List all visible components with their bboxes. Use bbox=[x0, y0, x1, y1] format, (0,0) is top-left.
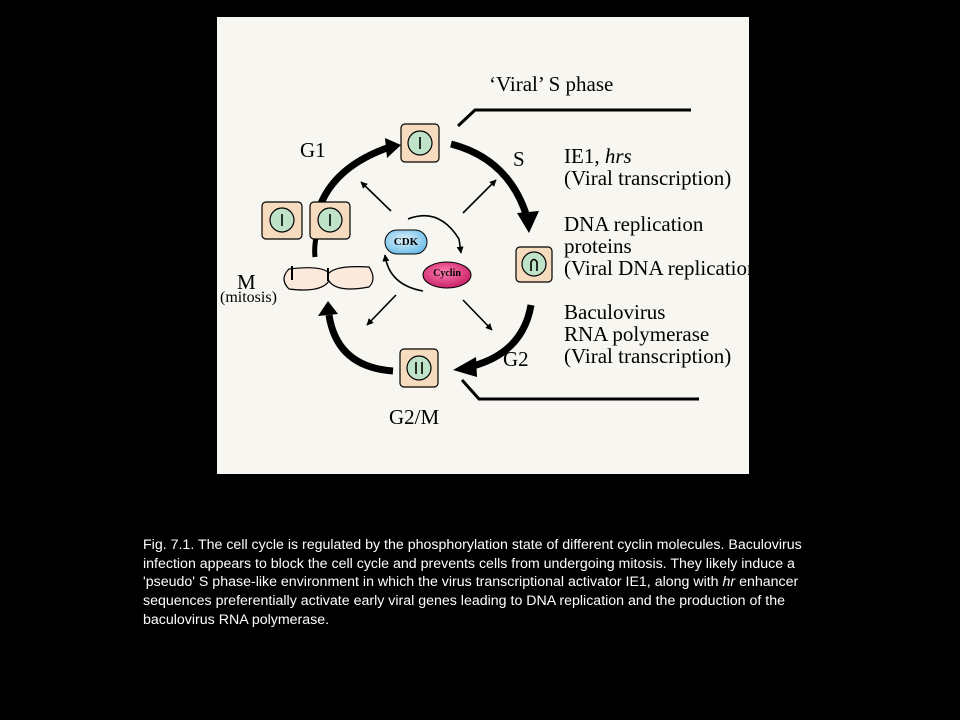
thin-arrow-g2 bbox=[462, 299, 493, 331]
caption-text-part1: Fig. 7.1. The cell cycle is regulated by… bbox=[143, 537, 802, 591]
arrow-m-to-g1 bbox=[312, 236, 319, 258]
arrow-g1-to-s bbox=[316, 144, 389, 208]
viral-s-phase-title: ‘Viral’ S phase bbox=[489, 72, 614, 96]
caption-text-part2: enhancer sequences preferentially activa… bbox=[143, 574, 799, 628]
center-arrow-top bbox=[407, 215, 464, 254]
annotation-ie1: IE1, hrs (Viral transcription) bbox=[564, 145, 731, 189]
annotation-rna-polymerase: Baculovirus RNA polymerase (Viral transc… bbox=[564, 301, 731, 367]
thin-arrow-g1 bbox=[360, 181, 392, 212]
arrowhead-m bbox=[318, 301, 338, 316]
cell-dna-replication bbox=[515, 246, 553, 283]
cyclin-ellipse bbox=[422, 261, 472, 289]
annotation-dna-replication: DNA replication proteins (Viral DNA repl… bbox=[564, 213, 765, 279]
label-m: M bbox=[237, 270, 256, 294]
arrow-s-to-dna bbox=[450, 140, 531, 219]
label-cyclin: Cyclin bbox=[433, 268, 461, 279]
cdk-pill bbox=[384, 229, 428, 255]
label-cdk: CDK bbox=[393, 236, 419, 248]
cell-cycle-diagram bbox=[261, 108, 699, 401]
arrow-g2-to-m bbox=[325, 314, 394, 375]
figure-caption: Fig. 7.1. The cell cycle is regulated by… bbox=[143, 536, 833, 630]
label-g2: G2 bbox=[503, 347, 529, 371]
thin-arrow-s bbox=[462, 179, 497, 214]
annotation-rna-line2: RNA polymerase bbox=[564, 322, 710, 346]
bottom-bracket-line bbox=[460, 378, 699, 401]
cell-pair-left-b bbox=[309, 201, 351, 240]
label-g1: G1 bbox=[300, 138, 326, 162]
figure-panel: ‘Viral’ S phase G1 S G2 G2/M M (mitosis)… bbox=[217, 17, 765, 474]
arrowhead-g1 bbox=[385, 138, 401, 158]
cell-g1 bbox=[400, 123, 440, 163]
annotation-rna-line1: Baculovirus bbox=[564, 300, 666, 324]
top-bracket-line bbox=[456, 108, 691, 128]
annotation-dna-line1: DNA replication bbox=[564, 212, 704, 236]
caption-italic-hr: hr bbox=[722, 574, 736, 591]
annotation-ie1-line2: (Viral transcription) bbox=[564, 166, 732, 190]
arrow-dna-to-g2 bbox=[472, 304, 535, 370]
annotation-ie1-line1: IE1, hrs bbox=[564, 144, 632, 168]
label-g2m: G2/M bbox=[389, 405, 440, 429]
cell-pair-left-a bbox=[261, 201, 303, 240]
arrowhead-s bbox=[517, 211, 539, 233]
annotation-dna-line2: proteins bbox=[564, 234, 632, 258]
arrowhead-g2 bbox=[453, 357, 477, 377]
annotation-dna-line3: (Viral DNA replication) bbox=[564, 256, 765, 280]
cell-dividing-mitosis bbox=[283, 266, 374, 291]
label-mitosis: (mitosis) bbox=[220, 289, 277, 306]
cell-g2 bbox=[399, 348, 439, 388]
label-s: S bbox=[513, 147, 525, 171]
annotation-rna-line3: (Viral transcription) bbox=[564, 344, 732, 368]
thin-arrow-m bbox=[366, 294, 397, 326]
center-arrow-bottom bbox=[382, 254, 424, 292]
